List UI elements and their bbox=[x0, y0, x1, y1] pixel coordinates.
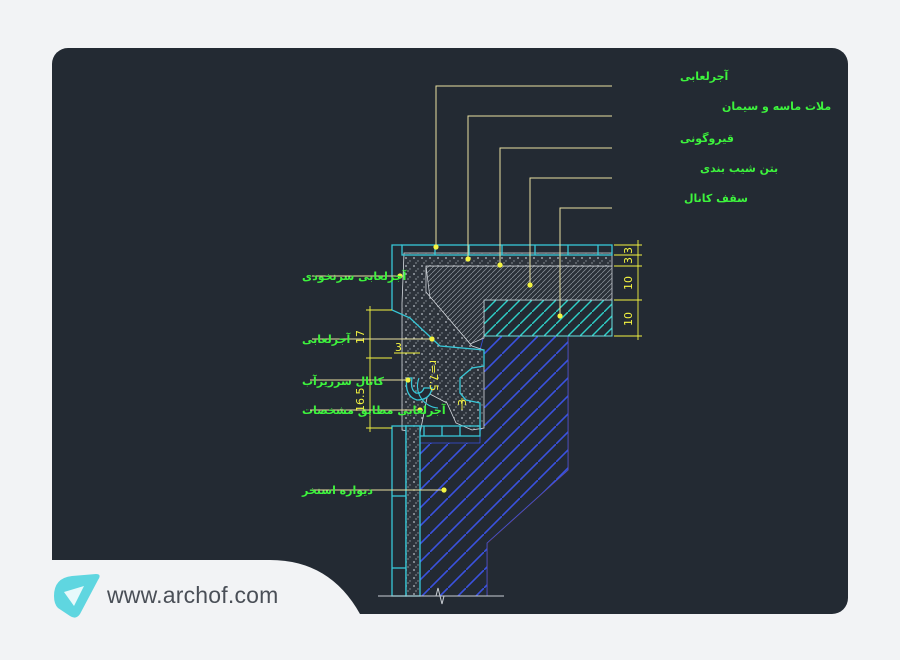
dim-left-16-5: 16.5 bbox=[354, 388, 367, 413]
label-channel-roof: سقف کانال bbox=[684, 192, 748, 205]
break-mark bbox=[435, 587, 445, 605]
wall-brick-column bbox=[391, 425, 421, 597]
label-mortar: ملات ماسه و سیمان bbox=[722, 100, 831, 113]
label-glazed-brick-side: آجرلعابی bbox=[302, 332, 350, 346]
top-brick-course bbox=[401, 244, 613, 256]
dim-small-b: 3 bbox=[456, 399, 469, 406]
cad-drawing-panel: 3 3 10 10 17 16.5 3 3 r=7.5 آجرلعابی ملا… bbox=[52, 48, 848, 614]
label-bullnose-brick: آجرلعابی سرنخودی bbox=[302, 269, 407, 283]
label-overflow-channel: کانال سرریزآب bbox=[302, 374, 385, 388]
archof-logo-icon bbox=[54, 574, 100, 618]
section-detail-drawing: 3 3 10 10 17 16.5 3 3 r=7.5 آجرلعابی ملا… bbox=[301, 69, 831, 605]
dim-radius: r=7.5 bbox=[427, 360, 440, 391]
label-glazed-brick-top: آجرلعابی bbox=[680, 69, 728, 83]
dim-small-a: 3 bbox=[395, 341, 402, 354]
channel-roof-slab bbox=[483, 299, 613, 337]
dim-right-4: 10 bbox=[622, 312, 635, 326]
label-pool-wall: دیواره اسنخر bbox=[301, 484, 373, 497]
leader-dots bbox=[397, 244, 563, 493]
dim-right-1: 3 bbox=[622, 247, 635, 254]
dimension-lines bbox=[366, 240, 642, 432]
gutter-radius-arc bbox=[416, 377, 439, 409]
dim-left-17: 17 bbox=[354, 330, 367, 344]
dim-right-2: 3 bbox=[622, 257, 635, 264]
watermark-url: www.archof.com bbox=[107, 582, 279, 608]
top-leaders bbox=[310, 85, 612, 491]
dim-right-3: 10 bbox=[622, 276, 635, 290]
label-slope-concrete: بتن شیب بندی bbox=[700, 162, 778, 175]
gutter-curve bbox=[405, 377, 433, 401]
label-bitumen: قیروگونی bbox=[680, 132, 734, 145]
label-brick-spec: آجرلعابی مطابق مشخصات bbox=[302, 403, 446, 417]
